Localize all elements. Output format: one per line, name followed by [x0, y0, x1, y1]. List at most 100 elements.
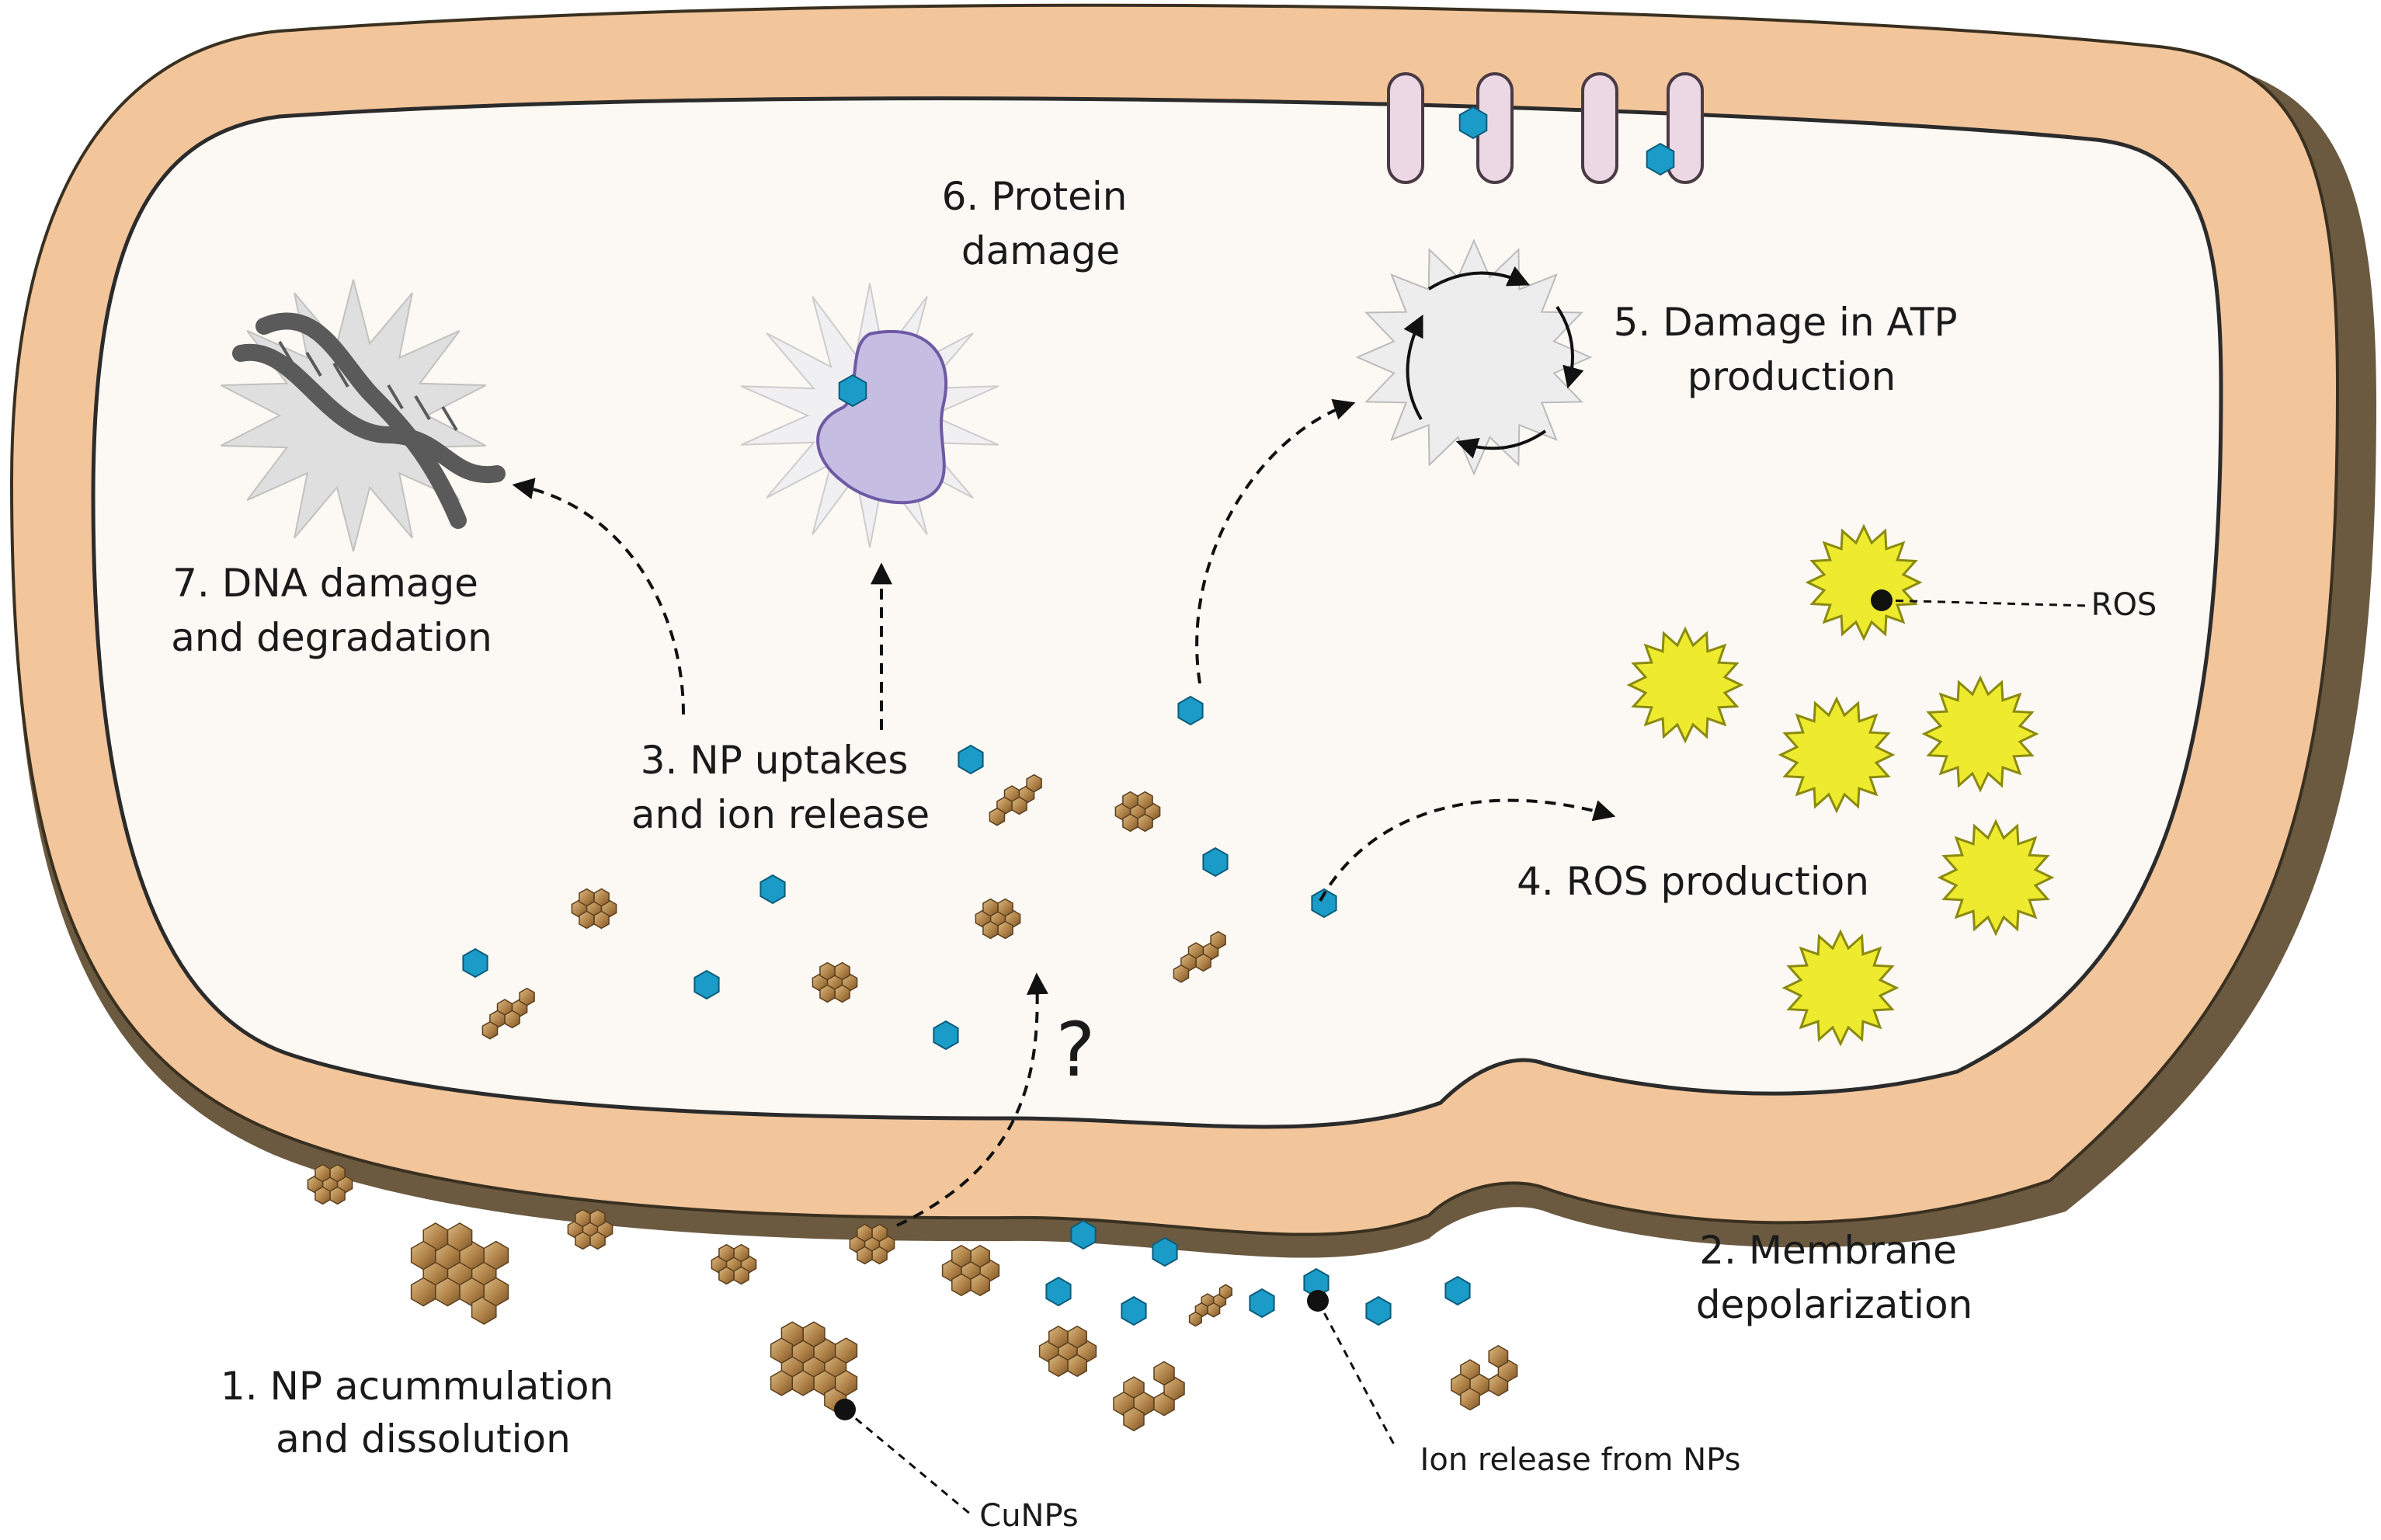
nanoparticle-cluster-icon [989, 773, 1042, 826]
nanoparticle-hex [1122, 813, 1138, 833]
label-step3: 3. NP uptakes and ion release [631, 738, 930, 837]
nanoparticle-hex [871, 1246, 888, 1265]
nanoparticle-hex [579, 888, 595, 907]
nanoparticle-hex [481, 1020, 499, 1040]
nanoparticle-hex [575, 1208, 591, 1228]
process-arrows [512, 398, 1616, 1227]
dashed-process-arrow [512, 478, 685, 715]
nanoparticle-hex [733, 1243, 749, 1263]
nanoparticle-hex [1137, 791, 1153, 810]
ros-pointer-dot [1871, 589, 1893, 611]
nanoparticle-hex [857, 1246, 873, 1265]
nanoparticle-hex [718, 1243, 735, 1263]
label-step1-line2: and dissolution [276, 1417, 571, 1462]
nanoparticle-hex [1026, 773, 1042, 793]
ion-icon [958, 744, 984, 775]
nanoparticle-hex [593, 888, 610, 907]
ion-icon [838, 374, 867, 408]
dna-base [278, 340, 295, 367]
nanoparticle-hex [770, 1370, 794, 1396]
ion-icon [1365, 1295, 1392, 1326]
ros-stars [1626, 523, 2055, 1047]
label-step3-line1: 3. NP uptakes [641, 738, 909, 783]
label-cunps: CuNPs [979, 1498, 1078, 1534]
dashed-process-arrow [896, 972, 1048, 1227]
nanoparticle-cluster-icon [975, 898, 1021, 940]
dna-base [441, 405, 458, 432]
atp-cycle-arrow [1427, 266, 1531, 290]
ros-leader-line [1881, 599, 2090, 607]
nanoparticle-hex [970, 1244, 990, 1268]
dna-base [332, 362, 349, 388]
nanoparticle-hex [1210, 930, 1226, 950]
ion-markers [462, 695, 1471, 1326]
dashed-process-arrow [1319, 798, 1616, 902]
label-step2-line2: depolarization [1696, 1282, 1973, 1327]
nanoparticle-hex [834, 984, 850, 1003]
nanoparticle-hex [1067, 1354, 1087, 1378]
label-step5-line1: 5. Damage in ATP [1614, 300, 1958, 345]
atp-cycle-arrow [1403, 314, 1423, 421]
nanoparticle-hex [982, 920, 999, 940]
nanoparticle-cluster-icon [770, 1321, 858, 1413]
label-step2-line1: 2. Membrane [1699, 1228, 1957, 1273]
nanoparticle-cluster-icon [1188, 1284, 1232, 1327]
nanoparticle-cluster-icon [571, 888, 617, 930]
nanoparticle-hex [802, 1321, 826, 1348]
ros-star-icon [1921, 675, 2039, 793]
nanoparticle-hex [951, 1273, 972, 1297]
nanoparticle-hex [951, 1244, 972, 1268]
label-step5-line2: production [1688, 354, 1896, 399]
cunps-leader-line [844, 1408, 972, 1516]
nanoparticle-hex [733, 1266, 749, 1285]
ion-release-pointer-dot [1307, 1290, 1329, 1312]
nanoparticle-hex [410, 1277, 436, 1307]
nanoparticle-hex [982, 898, 999, 917]
label-step4-line1: 4. ROS production [1517, 859, 1869, 904]
ion-icon [1202, 846, 1229, 878]
cunps-pointer-dot [834, 1399, 856, 1420]
dna-helix-icon [232, 312, 506, 529]
label-step7-line1: 7. DNA damage [172, 561, 478, 606]
nanoparticle-hex [589, 1208, 606, 1228]
nanoparticle-hex [1195, 953, 1211, 972]
nanoparticle-hex [1123, 1406, 1145, 1432]
atp-cycle-arrow [1455, 429, 1547, 459]
nanoparticle-hex [1137, 813, 1153, 833]
ion-icon [462, 947, 488, 979]
nanoparticle-hex [593, 910, 610, 930]
nanoparticle-cluster-icon [849, 1223, 895, 1265]
membrane-channel [1581, 72, 1618, 184]
nanoparticle-hex [1218, 1284, 1232, 1300]
nanoparticle-hex [1048, 1325, 1069, 1349]
ion-icon [1458, 106, 1488, 140]
membrane-channel [1667, 72, 1704, 184]
label-step1: 1. NP acummulation and dissolution [221, 1364, 626, 1462]
ion-icon [1177, 695, 1204, 726]
nanoparticle-hex [410, 1240, 436, 1271]
atp-cycle-icon [1403, 266, 1584, 459]
nanoparticle-hex [718, 1266, 735, 1285]
ion-icon [1070, 1219, 1097, 1250]
membrane-channel [1387, 72, 1424, 184]
nanoparticle-cluster-icon [481, 987, 535, 1040]
nanoparticle-hex [791, 1370, 815, 1396]
nanoparticle-hex [1207, 1302, 1221, 1318]
label-step6-line2: damage [961, 228, 1120, 273]
protein-body [816, 329, 948, 505]
nanoparticle-clusters [307, 773, 1518, 1432]
ion-icon [1045, 1276, 1072, 1307]
ion-icon [933, 1020, 959, 1051]
ion-icon [1152, 1236, 1178, 1267]
dashed-process-arrow [1195, 398, 1356, 684]
nanoparticle-hex [1460, 1387, 1480, 1411]
label-step6: 6. Protein damage [942, 174, 1140, 273]
ion-icon [759, 874, 786, 905]
nanoparticle-cluster-icon [1038, 1325, 1097, 1378]
nanoparticle-hex [857, 1223, 873, 1243]
dna-base [414, 395, 431, 421]
nanoparticle-hex [329, 1186, 346, 1205]
ros-star-icon [1805, 523, 1923, 641]
nanoparticle-hex [1153, 1361, 1175, 1386]
